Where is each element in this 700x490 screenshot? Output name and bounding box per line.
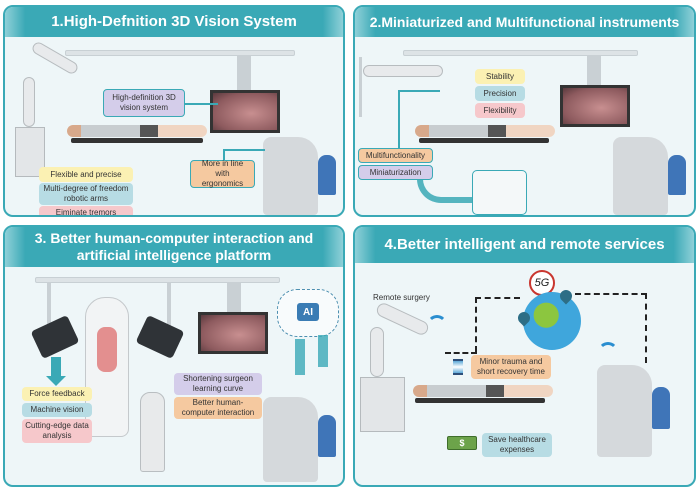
dashed-connection-line: [475, 297, 520, 352]
doctor-figure: [140, 392, 165, 472]
patient: [67, 125, 207, 137]
arrow-down-icon: [295, 339, 305, 375]
surgeon: [668, 155, 686, 195]
label-miniaturization: Miniaturization: [358, 165, 433, 180]
arrow-down-icon: [51, 357, 61, 377]
label-learning-curve: Shortening surgeon learning curve: [174, 373, 262, 395]
surgeon: [652, 387, 670, 429]
panel-title: 3. Better human-computer interaction and…: [5, 227, 343, 267]
robot-cart: [15, 127, 45, 177]
operating-table: [419, 138, 549, 143]
monitor-screen: [560, 85, 630, 127]
label-stability: Stability: [475, 69, 525, 84]
arrow-down-icon-head: [46, 376, 66, 386]
connector-line: [398, 90, 440, 92]
money-icon: $: [447, 436, 477, 450]
monitor-screen: [198, 312, 268, 354]
connector-line: [185, 103, 218, 105]
surgeon-console: [613, 137, 668, 215]
wifi-icon: [598, 342, 618, 362]
connector-line: [223, 149, 225, 160]
dashed-connection-line: [445, 352, 477, 354]
panel-title: 1.High-Defnition 3D Vision System: [5, 7, 343, 37]
label-flexibility: Flexibility: [475, 103, 525, 118]
robot-cart: [360, 377, 405, 432]
panel-ai-platform: 3. Better human-computer interaction and…: [3, 225, 345, 487]
panel-title: 2.Miniaturized and Multifunctional instr…: [355, 7, 694, 37]
surgeon: [318, 155, 336, 195]
label-machine-vision: Machine vision: [22, 403, 92, 417]
globe-icon: [523, 292, 581, 350]
arrow-up-icon: [318, 335, 328, 367]
label-vision-system: High-definition 3D vision system: [103, 89, 185, 117]
label-hci: Better human-computer interaction: [174, 397, 262, 419]
patient: [413, 385, 553, 397]
surgeon: [318, 415, 336, 457]
monitor-mount: [227, 282, 241, 312]
label-multi-degree: Multi-degree of freedom robotic arms: [39, 183, 133, 205]
connector-line: [398, 90, 400, 150]
panel-title: 4.Better intelligent and remote services: [355, 227, 694, 263]
label-tremors: Eiminate tremors: [39, 206, 133, 215]
curved-arrow-icon: [417, 179, 472, 203]
robotic-arm-lower: [23, 77, 35, 127]
operating-table: [71, 138, 203, 143]
label-save-expenses: Save healthcare expenses: [482, 433, 552, 457]
ai-badge: AI: [297, 303, 319, 321]
instruments-box: [472, 170, 527, 215]
patient: [415, 125, 555, 137]
ceiling-rail: [35, 277, 280, 283]
five-g-badge: 5G: [529, 270, 555, 296]
monitor-mount: [587, 55, 601, 85]
surgeon-console: [263, 137, 318, 215]
label-remote-surgery: Remote surgery: [373, 293, 430, 302]
organs: [97, 327, 117, 372]
robotic-arm: [363, 65, 443, 77]
monitor-mount: [237, 55, 251, 90]
robotic-manipulator-right: [135, 314, 185, 360]
surgeon-console: [263, 397, 318, 482]
surgeon-console: [597, 365, 652, 457]
label-ergonomics: More in line with ergonomics: [190, 159, 255, 188]
label-multifunctionality: Multifunctionality: [358, 148, 433, 163]
panel-remote-services: 4.Better intelligent and remote services…: [353, 225, 696, 487]
monitor-screen: [210, 90, 280, 133]
label-trauma-recovery: Minor trauma and short recovery time: [471, 355, 551, 379]
robotic-arm-lower: [370, 327, 384, 377]
robotic-arm: [30, 40, 80, 76]
label-force-feedback: Force feedback: [22, 387, 92, 401]
label-data-analysis: Cutting-edge data analysis: [22, 419, 92, 443]
ceiling-rail: [403, 50, 638, 56]
hourglass-icon: [453, 359, 463, 375]
label-flexible: Flexible and precise: [39, 167, 133, 182]
wall-mount: [359, 57, 362, 117]
panel-vision-system: 1.High-Defnition 3D Vision System High-d…: [3, 5, 345, 217]
connector-line: [223, 149, 265, 151]
label-precision: Precision: [475, 86, 525, 101]
robot-arm-mount: [47, 282, 51, 327]
dashed-connection-line: [575, 293, 647, 363]
ceiling-rail: [65, 50, 295, 56]
robotic-manipulator-left: [30, 314, 80, 360]
wifi-icon: [427, 315, 447, 335]
panel-instruments: 2.Miniaturized and Multifunctional instr…: [353, 5, 696, 217]
operating-table: [415, 398, 545, 403]
robot-arm-mount: [167, 282, 171, 327]
